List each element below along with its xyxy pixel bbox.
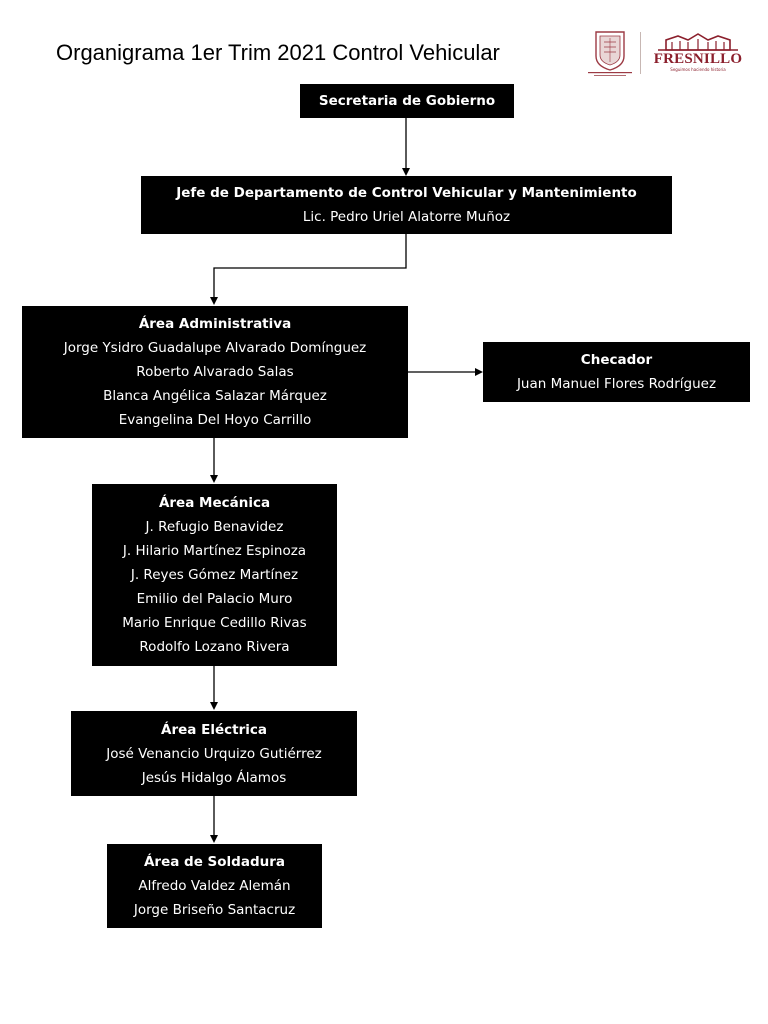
box-jefe-departamento: Jefe de Departamento de Control Vehicula… (141, 176, 672, 234)
box-checador: Checador Juan Manuel Flores Rodríguez (483, 342, 750, 402)
box-heading: Área Eléctrica (161, 721, 267, 738)
box-heading: Secretaria de Gobierno (318, 93, 496, 109)
fresnillo-tagline: Seguimos haciendo historia (670, 67, 726, 72)
box-area-mecanica: Área Mecánica J. Refugio Benavidez J. Hi… (92, 484, 337, 666)
member-name: Jesús Hidalgo Álamos (141, 769, 287, 786)
member-name: Blanca Angélica Salazar Márquez (103, 388, 327, 404)
member-name: Juan Manuel Flores Rodríguez (516, 376, 717, 392)
member-name: Emilio del Palacio Muro (136, 591, 293, 607)
member-name: J. Hilario Martínez Espinoza (122, 543, 307, 559)
member-name: Rodolfo Lozano Rivera (139, 639, 290, 655)
connector-jefe-administrativa (210, 234, 407, 305)
box-heading: Área Mecánica (158, 495, 271, 511)
municipal-seal-icon (588, 31, 632, 76)
box-heading: Checador (580, 352, 653, 368)
logo-divider (640, 32, 641, 74)
member-name: Roberto Alvarado Salas (136, 364, 294, 380)
box-area-de-soldadura: Área de Soldadura Alfredo Valdez Alemán … (107, 844, 322, 928)
box-heading: Área Administrativa (138, 316, 292, 332)
page-title: Organigrama 1er Trim 2021 Control Vehicu… (56, 40, 500, 65)
box-area-administrativa: Área Administrativa Jorge Ysidro Guadalu… (22, 306, 408, 438)
member-name: Evangelina Del Hoyo Carrillo (118, 412, 312, 428)
member-name: Jorge Briseño Santacruz (133, 902, 296, 918)
member-name: Mario Enrique Cedillo Rivas (122, 615, 307, 631)
box-secretaria-de-gobierno: Secretaria de Gobierno (300, 84, 514, 118)
member-name: J. Refugio Benavidez (145, 519, 284, 535)
member-name: Jorge Ysidro Guadalupe Alvarado Domíngue… (63, 340, 367, 356)
box-area-electrica: Área Eléctrica José Venancio Urquizo Gut… (71, 711, 357, 796)
member-name: J. Reyes Gómez Martínez (130, 567, 299, 583)
fresnillo-building-icon (658, 33, 738, 51)
box-heading: Área de Soldadura (143, 854, 286, 870)
member-name: Alfredo Valdez Alemán (138, 878, 291, 894)
fresnillo-wordmark: FRESNILLO (653, 51, 743, 67)
box-heading: Jefe de Departamento de Control Vehicula… (176, 185, 637, 201)
member-name: Lic. Pedro Uriel Alatorre Muñoz (302, 209, 511, 225)
fresnillo-logo: FRESNILLO Seguimos haciendo historia (648, 30, 748, 74)
member-name: José Venancio Urquizo Gutiérrez (106, 745, 322, 762)
